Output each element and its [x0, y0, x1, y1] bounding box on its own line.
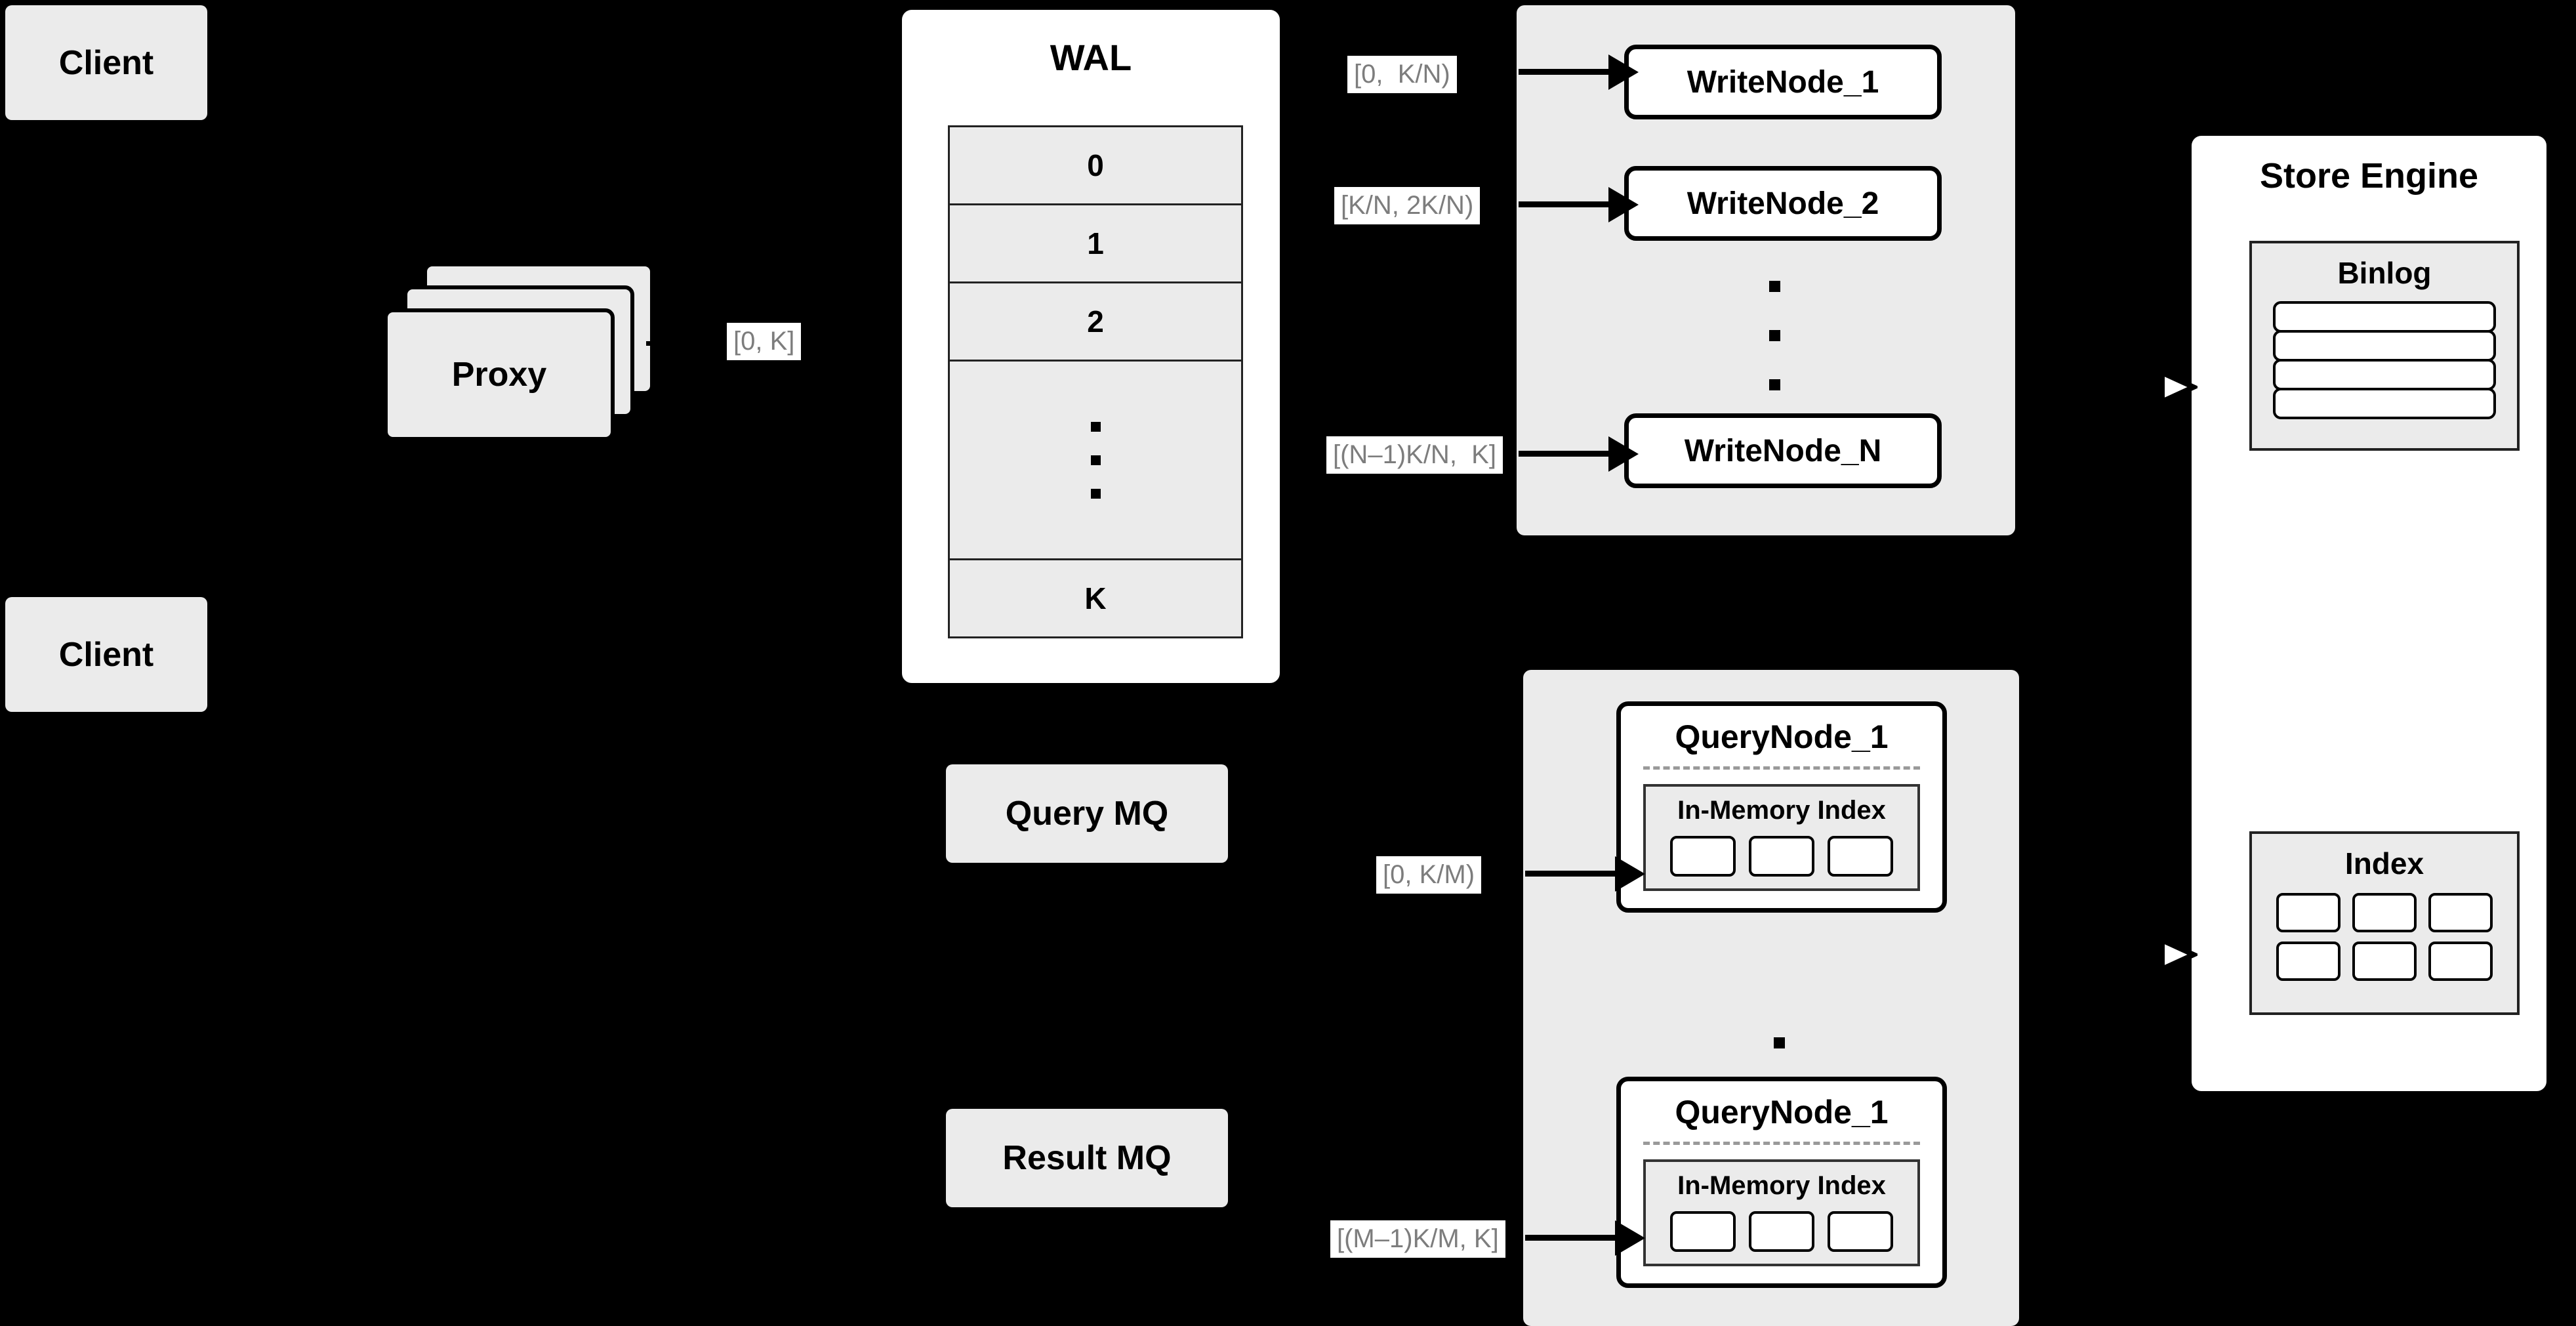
client-node-2[interactable]: Client	[5, 597, 207, 712]
write-node-n-arrow-line	[1519, 451, 1610, 457]
wal-panel: WAL 0 1 2 K	[897, 5, 1284, 688]
in-memory-index-box: In-Memory Index	[1643, 1159, 1920, 1266]
index-box: Index	[2249, 831, 2520, 1015]
binlog-row	[2273, 388, 2496, 419]
query-node-1[interactable]: QueryNode_1 In-Memory Index	[1616, 701, 1947, 913]
in-memory-index-title: In-Memory Index	[1677, 1171, 1886, 1200]
ellipsis-dot	[1090, 488, 1101, 499]
ellipsis-dot	[1769, 379, 1780, 390]
wal-table: 0 1 2 K	[948, 125, 1243, 638]
client-node-1[interactable]: Client	[5, 5, 207, 120]
binlog-box: Binlog	[2249, 241, 2520, 451]
result-mq-label: Result MQ	[1002, 1139, 1172, 1177]
index-cell	[2276, 893, 2341, 932]
proxy-range-label: [0, K]	[727, 323, 802, 360]
ellipsis-dot	[1090, 421, 1101, 432]
in-memory-index-cells	[1670, 1211, 1893, 1252]
index-cell	[2352, 893, 2417, 932]
index-cell	[1670, 836, 1736, 877]
wal-row: 0	[950, 127, 1241, 205]
index-title: Index	[2344, 846, 2424, 881]
write-node-label: WriteNode_2	[1687, 186, 1879, 221]
write-node-2[interactable]: WriteNode_2	[1624, 166, 1942, 241]
query-node-m[interactable]: QueryNode_1 In-Memory Index	[1616, 1077, 1947, 1288]
query-node-divider	[1643, 1142, 1920, 1145]
write-node-label: WriteNode_N	[1684, 433, 1882, 468]
write-node-2-range-label: [K/N, 2K/N)	[1334, 187, 1481, 224]
binlog-rows	[2273, 301, 2496, 419]
store-engine-title: Store Engine	[2259, 156, 2479, 196]
binlog-row	[2273, 359, 2496, 390]
wal-title: WAL	[1050, 37, 1132, 78]
write-node-1[interactable]: WriteNode_1	[1624, 45, 1942, 119]
write-node-n[interactable]: WriteNode_N	[1624, 413, 1942, 488]
ellipsis-dot	[1769, 281, 1780, 292]
open-arrow-icon	[2125, 936, 2200, 974]
client-label: Client	[58, 635, 154, 674]
proxy-to-wal-connector	[646, 341, 725, 346]
index-cell	[2428, 893, 2493, 932]
query-node-m-arrow-line	[1525, 1235, 1617, 1241]
write-node-1-range-label: [0, K/N)	[1347, 56, 1457, 93]
query-mq-node[interactable]: Query MQ	[946, 764, 1228, 863]
query-node-label: QueryNode_1	[1675, 718, 1889, 755]
write-nodes-ellipsis	[1769, 281, 1780, 390]
wal-row: 2	[950, 283, 1241, 362]
query-node-1-range-label: [0, K/M)	[1376, 856, 1482, 894]
write-node-n-arrow-head	[1608, 436, 1639, 472]
binlog-row	[2273, 301, 2496, 333]
index-cell	[2276, 942, 2341, 981]
index-grid	[2276, 893, 2493, 981]
proxy-label: Proxy	[451, 356, 547, 394]
query-node-divider	[1643, 766, 1920, 770]
index-cell	[1828, 1211, 1893, 1252]
wal-row-last: K	[950, 560, 1241, 636]
query-node-m-range-label: [(M–1)K/M, K]	[1330, 1220, 1505, 1258]
open-arrow-icon	[2125, 368, 2200, 406]
query-node-m-arrow-head	[1615, 1220, 1645, 1256]
ellipsis-dot	[1769, 330, 1780, 341]
index-cell	[1828, 836, 1893, 877]
write-node-label: WriteNode_1	[1687, 64, 1879, 100]
query-nodes-group: QueryNode_1 In-Memory Index QueryNode_1 …	[1523, 670, 2019, 1326]
write-node-1-arrow-line	[1519, 69, 1610, 75]
query-node-label: QueryNode_1	[1675, 1094, 1889, 1130]
query-node-1-arrow-line	[1525, 871, 1617, 877]
index-cell	[2352, 942, 2417, 981]
store-engine-panel: Store Engine Binlog Index	[2187, 131, 2551, 1096]
write-node-n-range-label: [(N–1)K/N, K]	[1326, 436, 1503, 474]
client-label: Client	[58, 43, 154, 82]
wal-row: 1	[950, 205, 1241, 283]
binlog-row	[2273, 330, 2496, 362]
write-node-2-arrow-head	[1608, 187, 1639, 222]
index-cell	[1749, 1211, 1814, 1252]
query-mq-label: Query MQ	[1005, 795, 1169, 833]
index-inbound-arrow	[2125, 935, 2200, 978]
query-node-1-arrow-head	[1615, 856, 1645, 892]
binlog-inbound-arrow	[2125, 367, 2200, 410]
in-memory-index-cells	[1670, 836, 1893, 877]
proxy-card-front[interactable]: Proxy	[384, 308, 615, 441]
ellipsis-dot	[1774, 1037, 1785, 1048]
result-mq-node[interactable]: Result MQ	[946, 1109, 1228, 1207]
in-memory-index-title: In-Memory Index	[1677, 796, 1886, 825]
ellipsis-dot	[1090, 455, 1101, 465]
in-memory-index-box: In-Memory Index	[1643, 784, 1920, 891]
write-nodes-group: WriteNode_1 WriteNode_2 WriteNode_N	[1517, 5, 2015, 535]
binlog-title: Binlog	[2337, 256, 2432, 290]
write-node-1-arrow-head	[1608, 54, 1639, 90]
index-cell	[1670, 1211, 1736, 1252]
wal-row-ellipsis	[950, 362, 1241, 560]
index-cell	[2428, 942, 2493, 981]
proxy-stack[interactable]: Proxy	[384, 262, 654, 441]
index-cell	[1749, 836, 1814, 877]
write-node-2-arrow-line	[1519, 201, 1610, 207]
